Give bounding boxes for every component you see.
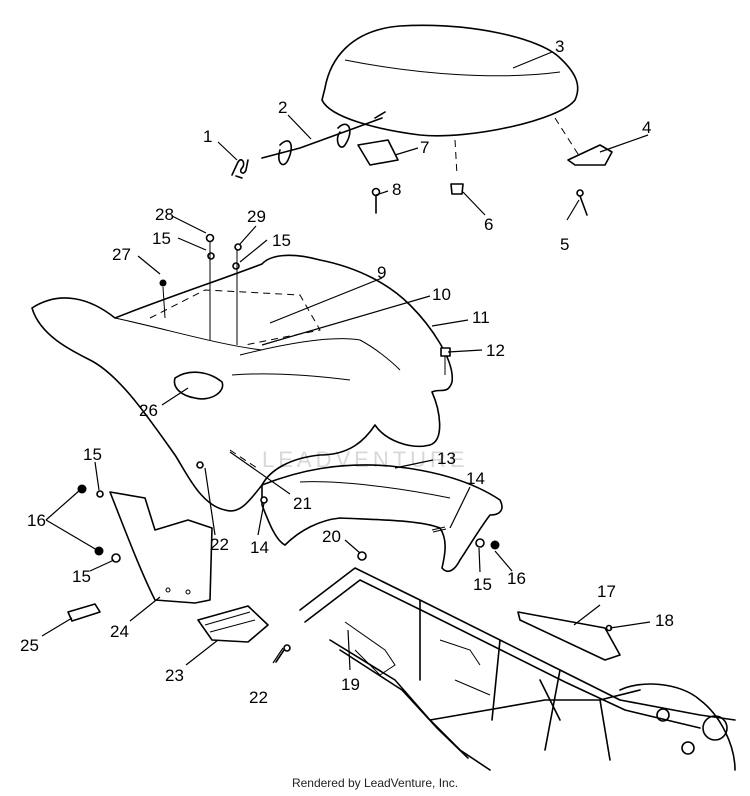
callout-8: 8 (392, 180, 401, 199)
callout-18: 18 (655, 611, 674, 630)
screw-part-22-lower (275, 644, 291, 663)
callout-15-right: 15 (473, 575, 492, 594)
callout-6: 6 (484, 215, 493, 234)
callout-19: 19 (341, 675, 360, 694)
mud-flap-part (109, 491, 213, 604)
screw-part-5 (576, 189, 588, 216)
callout-22-upper: 22 (210, 535, 229, 554)
callout-28: 28 (155, 205, 174, 224)
hardware-fasteners (77, 233, 613, 632)
plate-part (67, 603, 101, 622)
bumper-part (450, 183, 464, 195)
callout-20: 20 (322, 527, 341, 546)
callout-leaders (41, 51, 651, 671)
callout-25: 25 (20, 636, 39, 655)
callout-2: 2 (278, 98, 287, 117)
callout-29: 29 (247, 207, 266, 226)
callout-9: 9 (377, 263, 386, 282)
callout-23: 23 (165, 666, 184, 685)
rear-fender-part (31, 254, 453, 512)
callout-15-top-a: 15 (152, 229, 171, 248)
callout-5: 5 (560, 235, 569, 254)
frame-part (299, 567, 736, 771)
callout-15-left-bottom: 15 (72, 567, 91, 586)
fender-extension-part (261, 464, 503, 572)
callout-10: 10 (432, 285, 451, 304)
screw-part-8 (371, 187, 381, 214)
callout-21: 21 (293, 494, 312, 513)
callout-16-left: 16 (27, 511, 46, 530)
callout-4: 4 (642, 118, 651, 137)
callout-17: 17 (597, 582, 616, 601)
bracket-part (357, 139, 399, 166)
mount-bracket-part (517, 611, 621, 661)
callout-14-right: 14 (466, 469, 485, 488)
seat-part (321, 24, 586, 176)
callout-11: 11 (472, 308, 490, 327)
callout-27: 27 (112, 245, 131, 264)
callout-15-top-b: 15 (272, 231, 291, 250)
callout-14-left: 14 (250, 538, 269, 557)
tail-bracket-part (197, 605, 269, 643)
callout-3: 3 (555, 37, 564, 56)
seat-bracket-part (567, 144, 613, 166)
callout-26: 26 (139, 401, 158, 420)
latch-rod-part (261, 111, 386, 166)
callout-7: 7 (420, 138, 429, 157)
spring-part (231, 159, 249, 179)
callout-22-lower: 22 (249, 688, 268, 707)
callout-12: 12 (486, 341, 505, 360)
callout-15-left-top: 15 (83, 445, 102, 464)
callout-24: 24 (110, 622, 129, 641)
callout-13: 13 (437, 449, 456, 468)
footer-credit: Rendered by LeadVenture, Inc. (291, 776, 459, 790)
callout-16-right: 16 (507, 569, 526, 588)
emblem-part (173, 371, 224, 400)
callout-1: 1 (203, 127, 212, 146)
